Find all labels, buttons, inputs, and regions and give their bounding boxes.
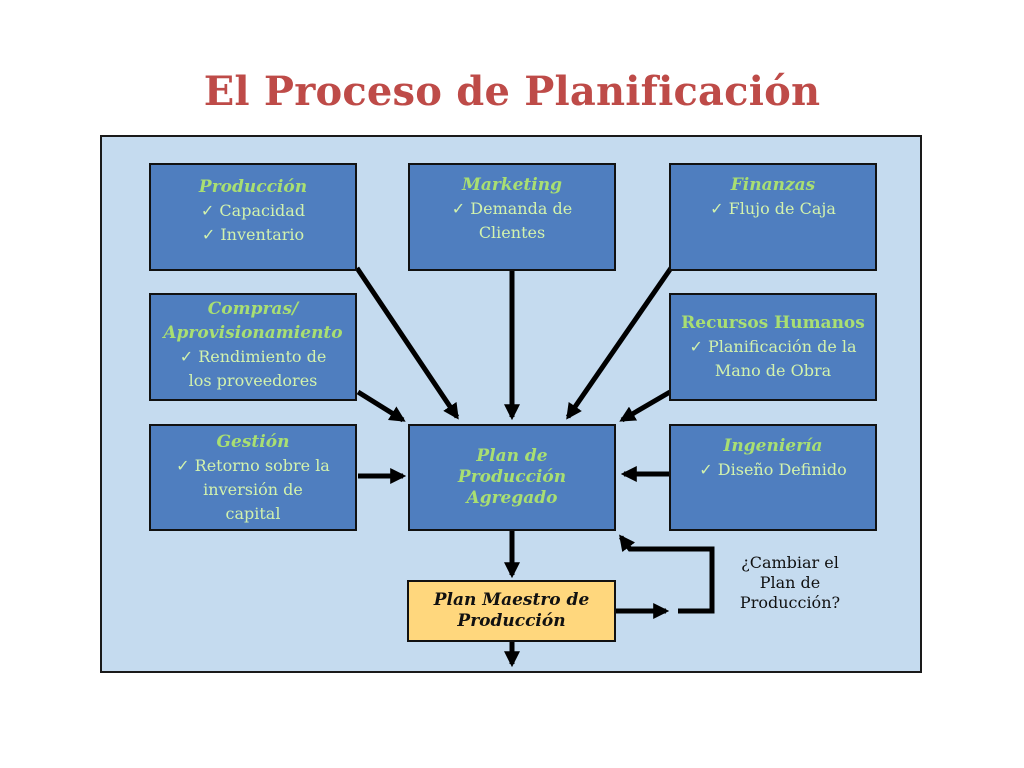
feedback-note: ¿Cambiar el Plan de Producción? — [739, 553, 841, 612]
box-rrhh-heading: Recursos Humanos — [681, 313, 865, 333]
box-marketing-heading: Marketing — [462, 175, 562, 195]
box-produccion-item: ✓ Capacidad — [200, 201, 306, 220]
arrow-finanzas — [565, 266, 674, 420]
arrow-rrhh — [619, 389, 672, 423]
box-plan-maestro-heading: Plan Maestro de Producción — [433, 590, 590, 631]
box-plan-agregado-heading: Plan de Producción Agregado — [457, 446, 567, 508]
box-produccion-heading: Producción — [198, 177, 308, 197]
box-finanzas-heading: Finanzas — [730, 175, 816, 195]
arrow-compras — [356, 389, 406, 423]
box-plan-maestro: Plan Maestro de Producción — [407, 580, 616, 642]
box-marketing: Marketing ✓ Demanda de Clientes — [408, 163, 616, 271]
box-produccion-item: ✓ Inventario — [201, 225, 305, 244]
box-compras-heading: Compras/ Aprovisionamiento — [163, 299, 343, 343]
box-finanzas: Finanzas ✓ Flujo de Caja — [669, 163, 877, 271]
box-gestion-item: ✓ Retorno sobre la inversión de capital — [176, 456, 330, 523]
box-gestion: Gestión ✓ Retorno sobre la inversión de … — [149, 424, 357, 531]
box-compras-item: ✓ Rendimiento de los proveedores — [179, 347, 327, 390]
box-produccion: Producción ✓ Capacidad ✓ Inventario — [149, 163, 357, 271]
box-ingenieria-item: ✓ Diseño Definido — [699, 460, 847, 479]
box-compras: Compras/ Aprovisionamiento ✓ Rendimiento… — [149, 293, 357, 401]
box-gestion-heading: Gestión — [216, 432, 290, 452]
box-rrhh-item: ✓ Planificación de la Mano de Obra — [689, 337, 857, 380]
box-ingenieria-heading: Ingeniería — [723, 436, 823, 456]
arrow-produccion — [354, 266, 460, 420]
diagram-title: El Proceso de Planificación — [203, 68, 821, 115]
box-finanzas-item: ✓ Flujo de Caja — [710, 199, 836, 218]
box-ingenieria: Ingeniería ✓ Diseño Definido — [669, 424, 877, 531]
box-recursos-humanos: Recursos Humanos ✓ Planificación de la M… — [669, 293, 877, 401]
box-marketing-item: ✓ Demanda de Clientes — [451, 199, 573, 242]
arrow-feedback-loop — [619, 534, 715, 614]
box-plan-agregado: Plan de Producción Agregado — [408, 424, 616, 531]
